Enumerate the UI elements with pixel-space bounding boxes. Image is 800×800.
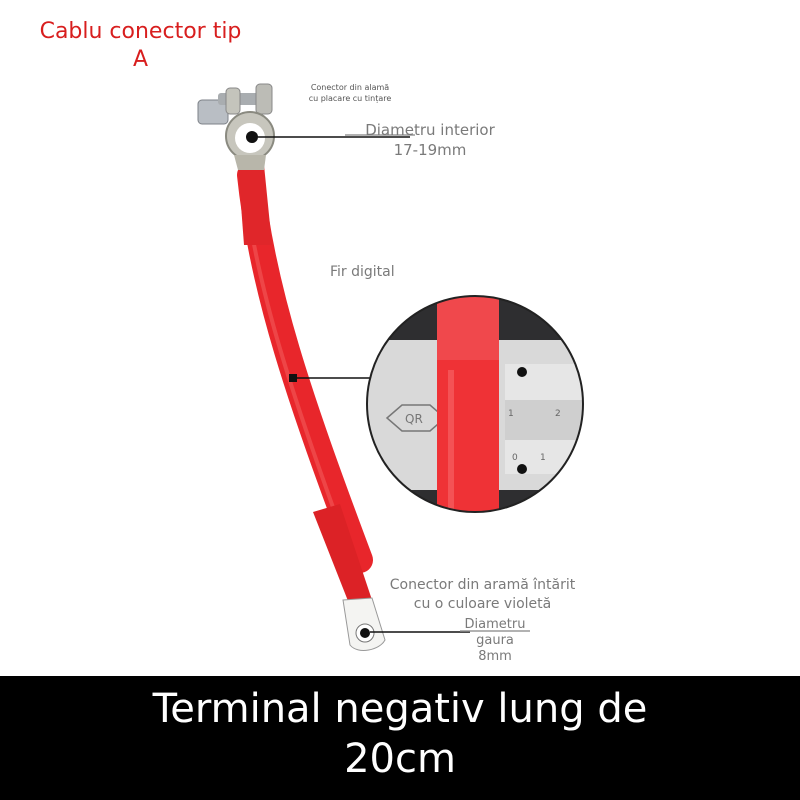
svg-text:2: 2 xyxy=(555,409,561,419)
svg-text:QR: QR xyxy=(405,412,423,426)
wire-label: Fir digital xyxy=(330,264,395,280)
caption-banner: Terminal negativ lung de 20cm xyxy=(0,676,800,800)
hole-diameter-label: Diametru gaura 8mm xyxy=(455,617,535,665)
top-sleeve xyxy=(238,165,272,245)
hole-diameter-value: 8mm xyxy=(478,649,512,664)
hole-diameter-line-2: gaura xyxy=(476,633,514,648)
title-line-1: Cablu conector tip xyxy=(39,19,242,44)
bottom-connector-note-line-1: Conector din aramă întărit xyxy=(389,577,576,593)
inner-diameter-value: 17-19mm xyxy=(393,141,467,159)
title-line-2: A xyxy=(132,47,149,72)
caption-line-1: Terminal negativ lung de xyxy=(152,686,648,732)
battery-clamp-icon xyxy=(197,83,275,170)
svg-text:1: 1 xyxy=(540,453,546,463)
inner-diameter-label: Diametru interior 17-19mm xyxy=(345,120,515,160)
bottom-connector-note: Conector din aramă întărit cu o culoare … xyxy=(380,576,585,614)
ring-terminal-icon xyxy=(342,597,386,651)
svg-text:1: 1 xyxy=(508,409,514,419)
svg-text:0: 0 xyxy=(512,453,518,463)
bottom-sleeve xyxy=(313,504,372,606)
product-title: Cablu conector tip A xyxy=(18,18,263,74)
bottom-connector-note-line-2: cu o culoare violetă xyxy=(413,596,552,612)
cable-illustration: QR 1 2 0 1 xyxy=(197,83,584,651)
hole-diameter-line-1: Diametru xyxy=(464,617,526,632)
top-connector-note-line-2: cu placare cu tințare xyxy=(308,94,392,103)
caption-line-2: 20cm xyxy=(344,736,456,782)
top-connector-note: Conector din alamă cu placare cu tințare xyxy=(295,82,405,104)
inner-diameter-line-1: Diametru interior xyxy=(365,121,495,139)
caliper-inset: QR 1 2 0 1 xyxy=(366,295,584,513)
top-connector-note-line-1: Conector din alamă xyxy=(310,83,390,92)
